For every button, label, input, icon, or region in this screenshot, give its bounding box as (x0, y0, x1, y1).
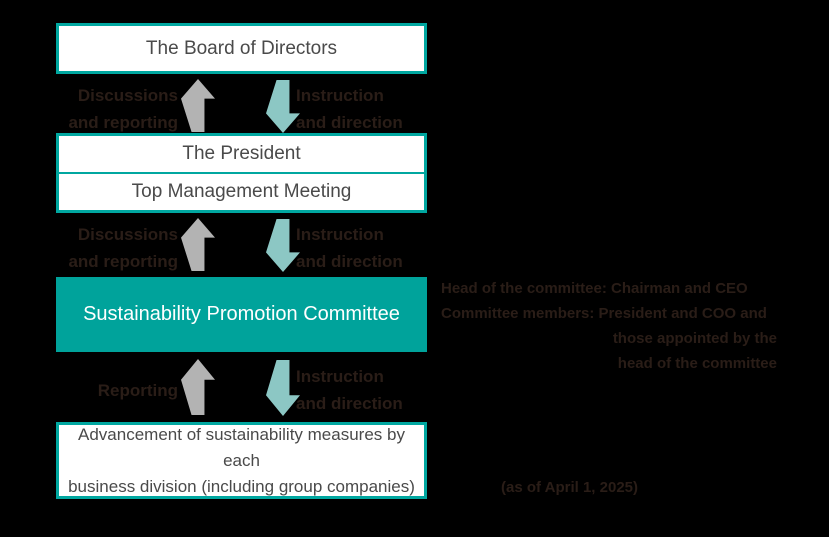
flow3-down-label: Instruction and direction (296, 367, 403, 413)
box-divider (59, 172, 424, 174)
business-divisions-box: Advancement of sustainability measures b… (56, 422, 427, 499)
as-of-date-note: (as of April 1, 2025) (501, 479, 638, 496)
top-management-label: Top Management Meeting (131, 181, 352, 202)
business-divisions-line2: business division (including group compa… (68, 476, 415, 496)
sustainability-committee-label: Sustainability Promotion Committee (83, 303, 400, 325)
top-management-row: Top Management Meeting (59, 174, 424, 210)
down-arrow-icon (266, 80, 300, 133)
up-arrow-icon (181, 359, 215, 415)
board-of-directors-box: The Board of Directors (56, 23, 427, 74)
up-arrow-icon (181, 79, 215, 132)
board-of-directors-label: The Board of Directors (145, 37, 338, 59)
flow3-up-label: Reporting (97, 381, 178, 400)
committee-composition-note: Head of the committee: Chairman and CEO … (441, 280, 777, 372)
flow2-up-label: Discussions and reporting (68, 225, 178, 271)
business-divisions-line1: Advancement of sustainability measures b… (78, 424, 405, 470)
up-arrow-icon (181, 218, 215, 271)
president-top-management-box: The President Top Management Meeting (56, 133, 427, 213)
sustainability-committee-box: Sustainability Promotion Committee (56, 277, 427, 352)
flow2-down-label: Instruction and direction (296, 225, 403, 271)
down-arrow-icon (266, 360, 300, 416)
flow1-down-label: Instruction and direction (296, 86, 403, 132)
president-label: The President (182, 143, 301, 164)
down-arrow-icon (266, 219, 300, 272)
president-row: The President (59, 136, 424, 172)
flow1-up-label: Discussions and reporting (68, 86, 178, 132)
